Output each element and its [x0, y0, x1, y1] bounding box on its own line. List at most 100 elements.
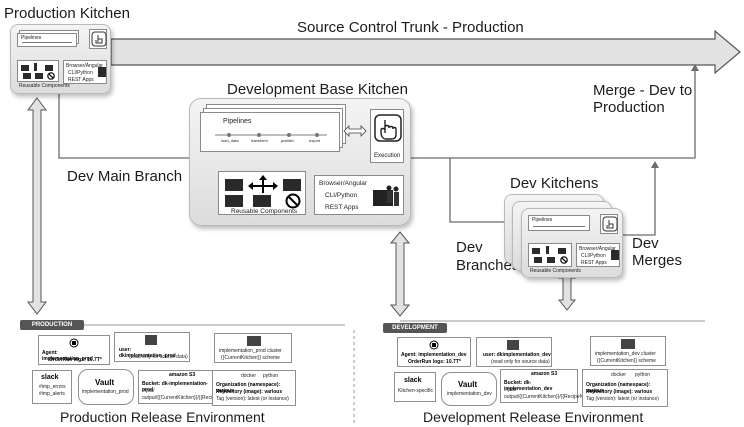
prod-docker-line3: Tag (version): latest (or instance)	[216, 396, 289, 402]
dev-python-label: python	[635, 372, 651, 378]
pipelines-label: Pipelines	[223, 118, 252, 125]
prod-bucket-name: amazon S3	[169, 372, 196, 378]
prod-app-1: Browser/Angular	[66, 63, 103, 69]
prod-agent-card: Agent: implementation_prod OrderRun logs…	[38, 335, 110, 365]
pipeline-card-front: Pipelines load_data transform publish ex…	[200, 112, 340, 152]
dev-pipelines-card: Pipelines	[528, 215, 590, 231]
amazon-s3-icon	[507, 340, 519, 350]
prod-bucket-line3: output/{{CurrentKitchen}}/{{RecipeName}}	[142, 395, 235, 401]
prod-slack-card: slack #imp_errors #imp_alerts	[32, 370, 72, 404]
dev-vault-card: Vault implementation_dev	[441, 372, 497, 406]
hand-pointer-icon	[602, 216, 618, 232]
dev-bucket-line2: Input/	[504, 387, 517, 393]
prod-vault-card: Vault implementation_prod	[78, 369, 134, 405]
prod-vault-name: Vault	[95, 378, 115, 387]
pipeline-graph	[215, 133, 327, 137]
dev-app-1: Browser/Angular	[579, 246, 616, 252]
dev-agent-line1: Agent: implementation_dev	[401, 352, 467, 358]
people-dashboard-icon	[373, 185, 399, 206]
dev-merges-arrowhead	[651, 161, 659, 168]
dev-branches-label-line2: Branches	[456, 257, 520, 274]
pipeline-node-4: export	[309, 138, 321, 143]
component-block	[253, 195, 271, 207]
dev-agent-card: Agent: implementation_dev OrderRun logs:…	[397, 337, 471, 367]
component-block	[225, 179, 243, 191]
development-release-environment-label: Development Release Environment	[423, 409, 644, 425]
base-dev-double-arrow	[389, 231, 411, 317]
prod-bucket-card: amazon S3 Bucket: dk-implementation-prod…	[138, 370, 234, 404]
hand-pointer-icon	[374, 114, 402, 142]
production-kitchen-box[interactable]: Pipelines Reusable Components Browser/An…	[10, 24, 111, 94]
production-release-environment-label: Production Release Environment	[60, 409, 265, 425]
prod-docker-label: docker	[241, 373, 257, 379]
dev-no-icon	[560, 256, 568, 264]
app-rest-apps: REST Apps	[325, 204, 359, 211]
dev-reusable-label: Reusable Components	[530, 268, 581, 274]
dev-main-branch-label: Dev Main Branch	[67, 168, 183, 185]
dev-s3-user-card: user: dkimplementation_dev (read only fo…	[476, 337, 552, 367]
dev-vault-line: implementation_dev	[447, 391, 492, 397]
prod-pipelines-label: Pipelines	[21, 35, 42, 41]
dev-s3-line1: user: dkimplementation_dev	[483, 352, 551, 358]
apps-card: Browser/Angular CLI/Python REST Apps	[314, 175, 404, 215]
production-tag: PRODUCTION	[20, 320, 84, 330]
prod-slack-line1: #imp_errors	[39, 384, 66, 390]
prod-docker-card: docker python Organization (namespace): …	[212, 370, 296, 406]
merge-arrowhead	[691, 64, 699, 71]
prod-app-2: CLI/Python	[68, 70, 93, 76]
dev-docker-label: docker	[611, 372, 627, 378]
development-base-kitchen-box[interactable]: Pipelines load_data transform publish ex…	[189, 98, 411, 226]
pipeline-node-3: publish	[281, 138, 294, 143]
dev-vault-name: Vault	[458, 380, 478, 389]
execution-label: Execution	[374, 153, 401, 159]
component-block	[225, 195, 243, 207]
dev-execution-card	[600, 214, 618, 234]
prod-cluster-card: implementation_prod cluster {{CurrentKit…	[214, 333, 292, 363]
dev-apps-card: Browser/Angular CLI/Python REST Apps	[576, 243, 620, 267]
prod-slack-line2: #imp_alerts	[39, 391, 65, 397]
execution-card: Execution	[370, 109, 404, 163]
merge-label-line2: Production	[593, 99, 665, 116]
amazon-redshift-icon	[621, 339, 635, 349]
dev-cluster-card: implementation_dev cluster {{CurrentKitc…	[590, 336, 666, 366]
dev-docker-line1: Organization (namespace): various	[586, 382, 651, 394]
dev-merges-line	[610, 165, 656, 236]
amazon-redshift-icon	[247, 336, 261, 346]
prod-agent-line1: Agent: implementation_prod	[42, 350, 93, 362]
dev-bucket-card: amazon S3 Bucket: dk-implementation_dev …	[500, 369, 596, 403]
cross-arrows-icon	[248, 175, 278, 193]
reusable-components-label: Reusable Components	[231, 208, 298, 215]
dev-docker-line2: Repository (image): various	[586, 389, 653, 395]
prod-apps-card: Browser/Angular CLI/Python REST Apps	[63, 60, 107, 84]
dev-bucket-line3: output/{{CurrentKitchen}}/{{RecipeName}}	[504, 394, 597, 400]
dev-reusable-card	[528, 243, 572, 267]
app-cli-python: CLI/Python	[325, 192, 358, 199]
reusable-components-card: Reusable Components	[218, 171, 306, 215]
dev-kitchen-front[interactable]: Pipelines Reusable Components Browser/An…	[521, 208, 623, 278]
dev-pipelines-label: Pipelines	[532, 217, 553, 223]
hand-pointer-icon	[91, 31, 107, 47]
dev-slack-line1: Kitchen-specific	[398, 388, 434, 394]
prod-python-label: python	[263, 373, 279, 379]
dev-slack-name: slack	[404, 377, 422, 384]
dev-slack-card: slack Kitchen-specific	[394, 372, 436, 402]
prod-docker-line2: Repository (image): various	[216, 389, 283, 395]
dev-bucket-line1: Bucket: dk-implementation_dev	[504, 380, 553, 392]
prod-reusable-label: Reusable Components	[19, 83, 70, 89]
dev-docker-line3: Tag (version): latest (or instance)	[586, 396, 659, 402]
prod-vault-line: implementation_prod	[82, 389, 129, 395]
dev-app-3: REST Apps	[581, 260, 607, 266]
prod-double-arrow	[27, 97, 47, 315]
prod-no-icon	[47, 72, 55, 80]
development-base-kitchen-title: Development Base Kitchen	[227, 81, 408, 98]
prod-s3-line1: user: dkimplementation_prod	[119, 347, 176, 359]
dev-app-2: CLI/Python	[581, 253, 606, 259]
agent-icon	[69, 338, 79, 348]
dev-cluster-line1: implementation_dev cluster	[595, 351, 656, 357]
base-to-merge-line	[410, 68, 696, 159]
dev-docker-card: docker python Organization (namespace): …	[582, 369, 668, 407]
source-control-trunk-arrow	[110, 29, 741, 75]
production-kitchen-title: Production Kitchen	[4, 5, 130, 22]
prod-agent-line2: OrderRun logs: 10.7T*	[49, 357, 102, 363]
